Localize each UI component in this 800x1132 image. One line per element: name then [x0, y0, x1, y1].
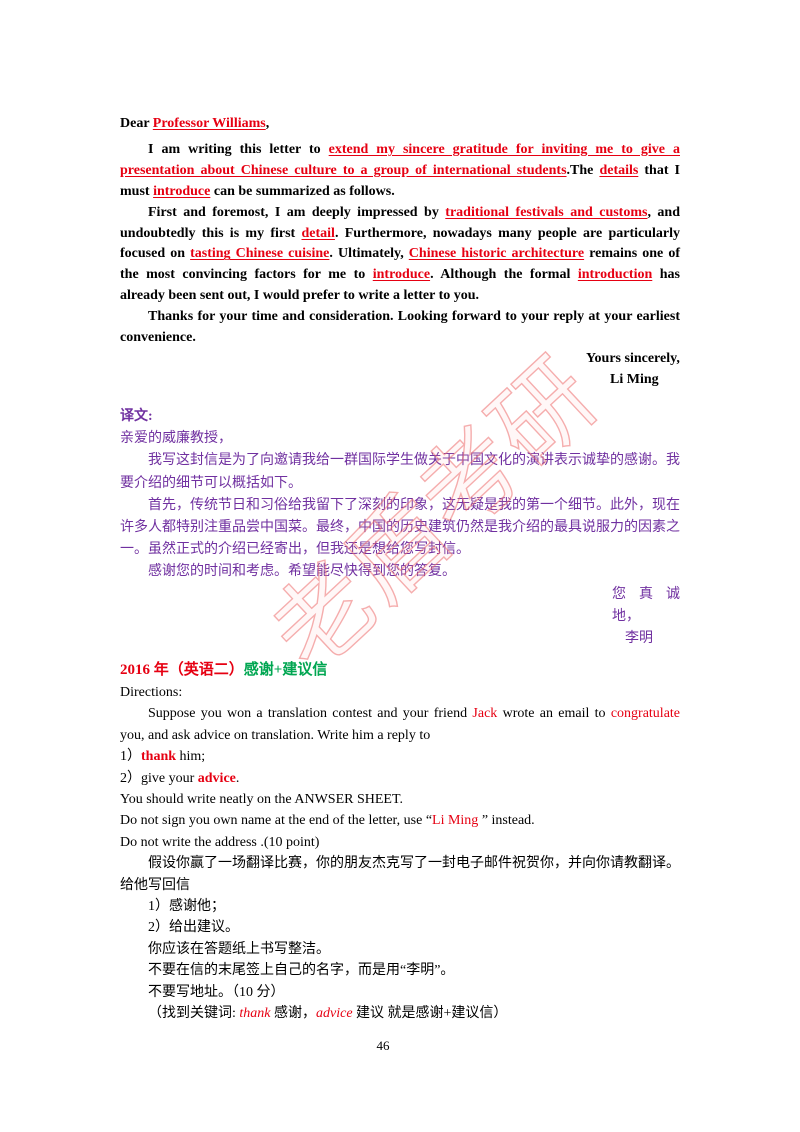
- chinese-translation: 译文: 亲爱的威廉教授， 我写这封信是为了向邀请我给一群国际学生做关于中国文化的…: [120, 406, 680, 650]
- translation-signature: 李明: [625, 631, 653, 647]
- rule-chinese-3: 不要写地址。（10 分）: [148, 984, 285, 1000]
- letter-signature: Li Ming: [610, 371, 659, 387]
- translation-paragraph-1: 我写这封信是为了向邀请我给一群国际学生做关于中国文化的演讲表示诚挚的感谢。我要介…: [120, 453, 680, 491]
- highlighted-phrase: Chinese historic architecture: [408, 246, 585, 262]
- text-run: .The: [566, 162, 600, 178]
- text-run: First and foremost, I am deeply impresse…: [148, 204, 446, 220]
- text-run: you, and ask advice on translation. Writ…: [120, 727, 431, 743]
- rule-chinese-2: 不要在信的末尾签上自己的名字，而是用“李明”。: [148, 963, 455, 979]
- task-item-chinese-2: 2）给出建议。: [148, 920, 239, 936]
- translation-closing: 您真诚地，: [612, 586, 680, 624]
- neatness-rule: You should write neatly on the ANWSER SH…: [120, 792, 403, 808]
- highlighted-phrase: details: [599, 162, 639, 178]
- colored-text: 2016 年（英语二）: [120, 662, 244, 678]
- signature-rule: Do not sign you own name at the end of t…: [120, 810, 680, 831]
- text-run: has already been sent out, I would prefe…: [120, 267, 680, 304]
- text-run: 建议 就是感谢+建议信）: [352, 1006, 508, 1022]
- task-prompt: Suppose you won a translation contest an…: [120, 703, 680, 746]
- letter-salutation: Dear Professor Williams,: [120, 114, 680, 135]
- text-run: , and undoubtedly this is my first: [120, 204, 680, 241]
- highlighted-phrase: introduce: [372, 267, 431, 283]
- highlighted-phrase: introduction: [577, 267, 653, 283]
- text-run: . Ultimately,: [329, 246, 409, 262]
- text-run: remains one of the most convincing facto…: [120, 246, 681, 283]
- highlighted-phrase: detail: [301, 225, 335, 241]
- colored-text: thank: [239, 1006, 271, 1022]
- text-run: wrote an email to: [497, 706, 611, 722]
- highlighted-phrase: tasting Chinese cuisine: [190, 246, 330, 262]
- colored-text: congratulate: [610, 706, 681, 722]
- text-run: . Although the formal: [430, 267, 578, 283]
- text-run: Thanks for your time and consideration. …: [120, 309, 680, 346]
- colored-text: advice: [316, 1006, 353, 1022]
- directions-label: Directions:: [120, 685, 183, 700]
- highlighted-phrase: Professor Williams: [152, 116, 266, 131]
- english-letter: Dear Professor Williams, I am writing th…: [120, 114, 680, 391]
- task-item-1: 1）thank him;: [120, 746, 680, 767]
- colored-text: 感谢+建议信: [243, 662, 328, 678]
- text-run: ” instead.: [478, 813, 535, 829]
- translation-salutation: 亲爱的威廉教授，: [120, 431, 232, 447]
- text-run: can be summarized as follows.: [210, 183, 395, 199]
- task-item-2: 2）give your advice.: [120, 768, 680, 789]
- text-run: I am writing this letter to: [148, 141, 329, 157]
- letter-paragraph-1: I am writing this letter to extend my si…: [120, 140, 680, 203]
- colored-text: Jack: [472, 706, 498, 722]
- text-run: Dear: [120, 116, 153, 131]
- colored-text: Li Ming: [432, 813, 479, 829]
- colored-text: thank: [141, 749, 177, 765]
- text-run: . Furthermore, nowadays many people are …: [120, 225, 680, 262]
- text-run: 1）: [120, 749, 141, 765]
- writing-task: 2016 年（英语二）感谢+建议信 Directions: Suppose yo…: [120, 659, 680, 1025]
- address-rule: Do not write the address .(10 point): [120, 834, 320, 850]
- page-number: 46: [376, 1038, 390, 1053]
- task-heading: 2016 年（英语二）感谢+建议信: [120, 659, 680, 681]
- text-run: that I must: [120, 162, 680, 199]
- text-run: him;: [176, 749, 206, 765]
- text-run: .: [235, 770, 240, 786]
- translation-label: 译文:: [120, 409, 153, 424]
- translation-paragraph-3: 感谢您的时间和考虑。希望能尽快得到您的答复。: [148, 564, 456, 580]
- task-item-chinese-1: 1）感谢他；: [148, 899, 225, 915]
- text-run: Do not sign you own name at the end of t…: [120, 813, 433, 829]
- rule-chinese-1: 你应该在答题纸上书写整洁。: [148, 941, 330, 957]
- keyword-note: （找到关键词: thank 感谢，advice 建议 就是感谢+建议信）: [120, 1003, 680, 1024]
- colored-text: advice: [197, 770, 236, 786]
- highlighted-phrase: introduce: [153, 183, 211, 199]
- text-run: （找到关键词:: [148, 1006, 240, 1022]
- translation-paragraph-2: 首先，传统节日和习俗给我留下了深刻的印象，这无疑是我的第一个细节。此外，现在许多…: [120, 497, 680, 558]
- letter-paragraph-2: First and foremost, I am deeply impresse…: [120, 203, 680, 308]
- text-run: 感谢，: [270, 1006, 316, 1022]
- letter-paragraph-3: Thanks for your time and consideration. …: [120, 307, 680, 349]
- highlighted-phrase: extend my sincere gratitude for inviting…: [120, 141, 680, 178]
- text-run: ,: [265, 116, 270, 131]
- text-run: 2）give your: [120, 770, 198, 786]
- text-run: Suppose you won a translation contest an…: [148, 706, 473, 722]
- letter-closing: Yours sincerely,: [586, 350, 680, 366]
- task-prompt-chinese: 假设你赢了一场翻译比赛，你的朋友杰克写了一封电子邮件祝贺你，并向你请教翻译。给他…: [120, 856, 680, 893]
- highlighted-phrase: traditional festivals and customs: [445, 204, 648, 220]
